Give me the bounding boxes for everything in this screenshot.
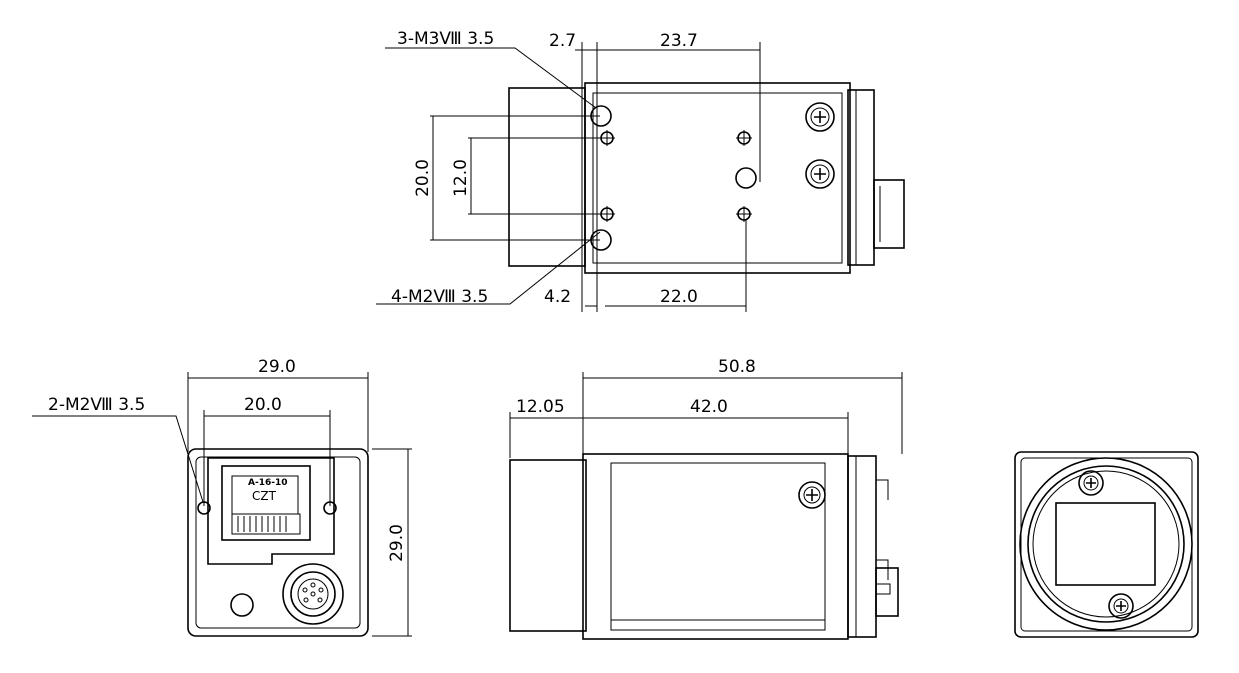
- dim-12-05: 12.05: [516, 397, 565, 417]
- rj45-port: [221, 465, 311, 541]
- top-body-inner: [592, 92, 843, 264]
- screw-icon: [805, 159, 835, 189]
- callout-m3-label: 3-M3Ⅷ 3.5: [397, 29, 494, 49]
- dim-50-8: 50.8: [718, 357, 756, 377]
- connector-brand-label: CZT: [252, 489, 277, 503]
- lens-mount-inner: [1027, 465, 1185, 623]
- top-lens-barrel: [508, 87, 586, 267]
- dim-23-7: 23.7: [660, 31, 698, 51]
- dim-42-0: 42.0: [690, 397, 728, 417]
- lens-mount-outer: [1019, 457, 1193, 631]
- rear-view: A-16-10 CZT 29.0 20.0 2-M2Ⅷ 3.5 29.0: [32, 357, 412, 637]
- io-connector: [282, 563, 344, 625]
- dim-2-7: 2.7: [549, 31, 576, 51]
- dim-20-0-horizontal: 20.0: [244, 395, 282, 415]
- side-view: 50.8 12.05 42.0: [509, 357, 903, 640]
- dim-12-0-vertical: 12.0: [451, 159, 471, 197]
- top-rear-flange: [847, 89, 875, 266]
- screw-icon: [798, 481, 826, 509]
- rj45-window: [207, 457, 335, 565]
- dim-20-0-vertical: 20.0: [413, 159, 433, 197]
- side-connector: [875, 567, 899, 617]
- screw-icon: [805, 102, 835, 132]
- top-side-connector: [873, 179, 905, 249]
- top-body-outline: [584, 82, 851, 274]
- front-body-outline: [1014, 451, 1199, 638]
- side-rear-flange: [847, 455, 877, 638]
- dim-29-0-horizontal: 29.0: [258, 357, 296, 377]
- m3-hole-3: [735, 167, 757, 189]
- dim-22-0: 22.0: [660, 287, 698, 307]
- dim-4-2: 4.2: [544, 287, 571, 307]
- screw-icon: [1108, 593, 1134, 619]
- side-lens-barrel: [509, 459, 587, 632]
- led-indicator: [230, 593, 254, 617]
- rear-body-outline: [187, 448, 369, 637]
- callout-m2-label: 4-M2Ⅷ 3.5: [391, 287, 488, 307]
- sensor-window: [1055, 502, 1156, 586]
- connector-code-label: A-16-10: [248, 478, 288, 488]
- top-view: 3-M3Ⅷ 3.5 4-M2Ⅷ 3.5 2.7 23.7 4.2 22.0 20…: [376, 29, 905, 312]
- front-view: [1014, 451, 1199, 638]
- callout-m2-rear-label: 2-M2Ⅷ 3.5: [48, 395, 145, 415]
- screw-icon: [1078, 470, 1104, 496]
- dim-29-0-vertical: 29.0: [387, 524, 407, 562]
